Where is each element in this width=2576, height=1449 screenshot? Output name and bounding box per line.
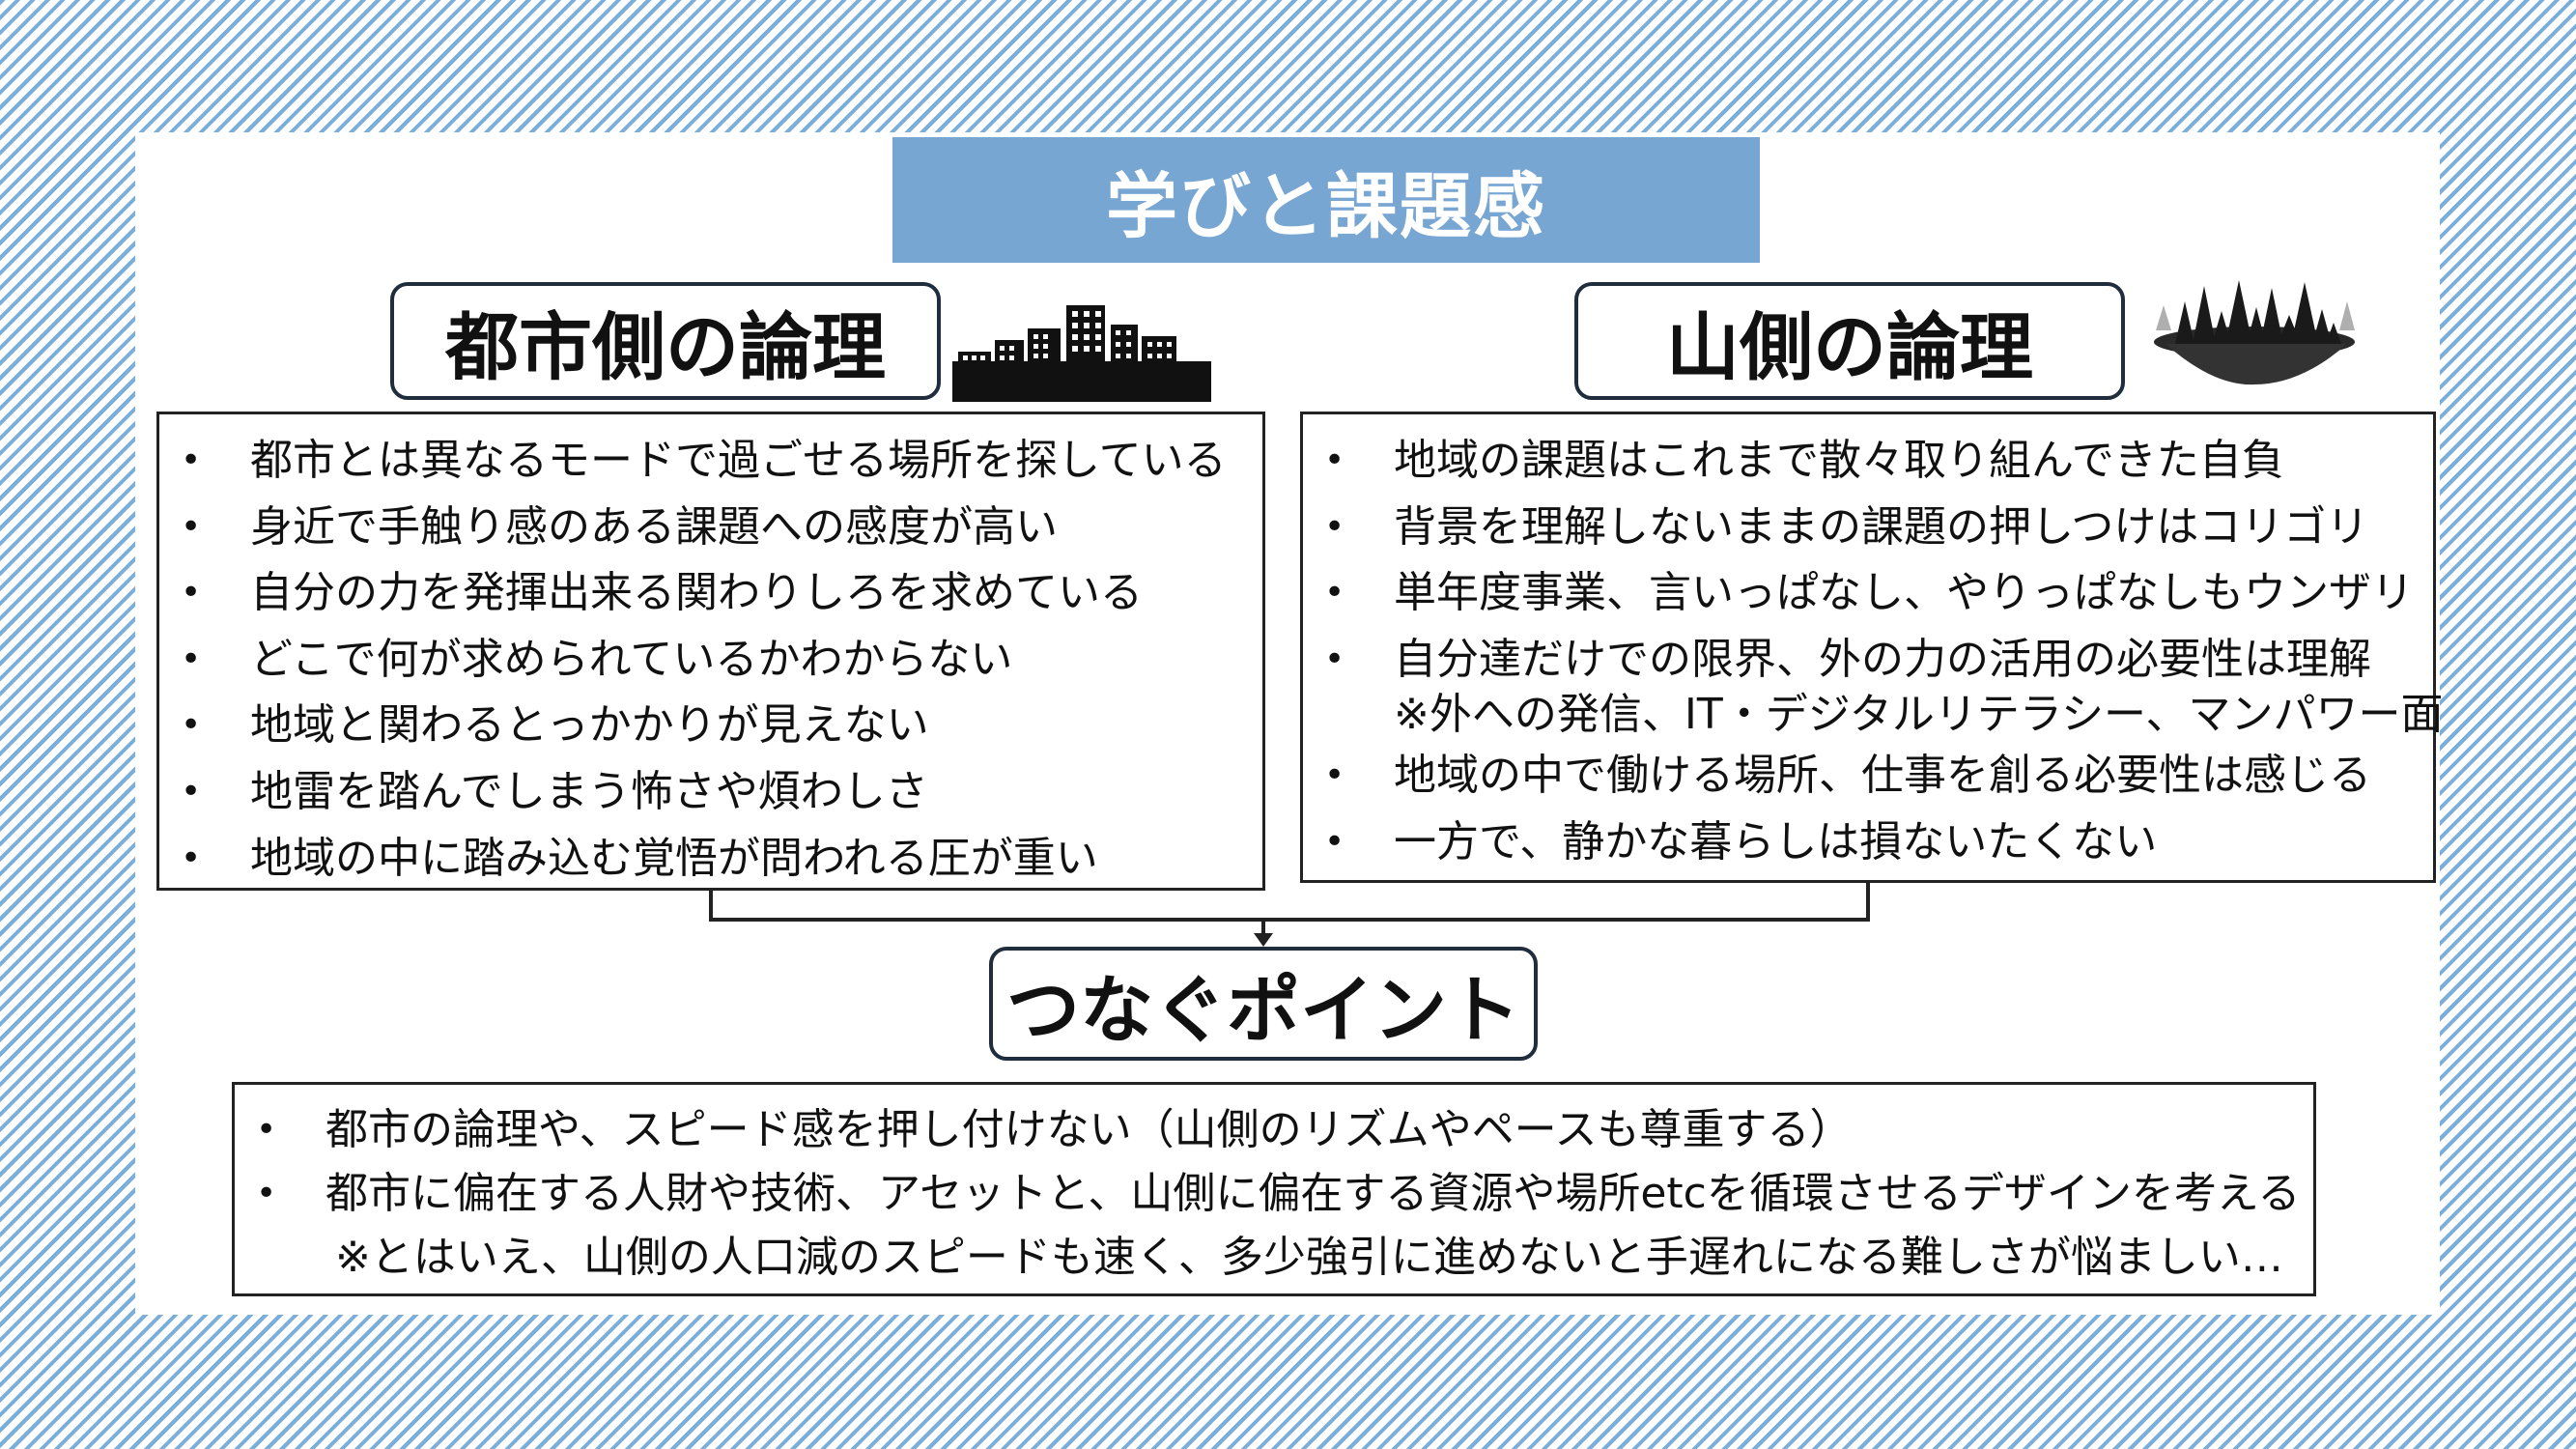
city-item-text: 身近で手触り感のある課題への感度が高い	[250, 501, 1058, 552]
connect-points-heading: つなぐポイント	[989, 947, 1538, 1061]
mountain-list-item: • 自分達だけでの限界、外の力の活用の必要性は理解 ※外への発信、IT・デジタルリテ…	[1303, 627, 2444, 744]
city-logic-heading: 都市側の論理	[390, 282, 941, 400]
city-item-text: 地域の中に踏み込む覚悟が問われる圧が重い	[250, 833, 1098, 883]
city-item-text: 地雷を踏んでしまう怖さや煩わしさ	[250, 766, 928, 816]
mountain-list-item: • 一方で、静かな暮らしは損ないたくない	[1303, 810, 2433, 876]
bullet-icon: •	[1324, 573, 1345, 613]
bullet-icon: •	[1324, 639, 1345, 679]
city-list-item: • どこで何が求められているかわからない	[159, 627, 1262, 694]
bullet-icon: •	[1324, 506, 1345, 547]
bullet-icon: •	[181, 838, 202, 878]
city-list-item: • 地域と関わるとっかかりが見えない	[159, 693, 1262, 759]
bullet-icon: •	[181, 771, 202, 811]
bullet-icon: •	[181, 506, 202, 547]
city-list-item: • 地雷を踏んでしまう怖さや煩わしさ	[159, 759, 1262, 826]
city-list-item: • 地域の中に踏み込む覚悟が問われる圧が重い	[159, 826, 1262, 893]
city-list-item: • 自分の力を発揮出来る関わりしろを求めている	[159, 560, 1262, 627]
bullet-icon: •	[181, 573, 202, 613]
city-item-text: 自分の力を発揮出来る関わりしろを求めている	[250, 568, 1143, 618]
mountain-list-item: • 単年度事業、言いっぱなし、やりっぱなしもウンザリ	[1303, 560, 2433, 627]
forest-island-icon	[2154, 280, 2355, 385]
city-logic-list: • 都市とは異なるモードで過ごせる場所を探している • 身近で手触り感のある課題への感…	[156, 412, 1265, 891]
connect-list-item: • 都市に偏在する人財や技術、アセットと、山側に偏在する資源や場所etcを循環させ…	[235, 1162, 2313, 1290]
mountain-item-text: 単年度事業、言いっぱなし、やりっぱなしもウンザリ	[1394, 568, 2414, 618]
city-item-text: どこで何が求められているかわからない	[250, 634, 1013, 684]
bullet-icon: •	[1324, 755, 1345, 796]
mountain-list-item: • 地域の課題はこれまで散々取り組んできた自負	[1303, 428, 2433, 495]
city-skyline-icon	[952, 305, 1211, 402]
bullet-icon: •	[181, 639, 202, 679]
mountain-item-text: 地域の中で働ける場所、仕事を創る必要性は感じる	[1394, 751, 2371, 801]
slide-title: 学びと課題感	[892, 137, 1760, 263]
mountain-item-text: 地域の課題はこれまで散々取り組んできた自負	[1394, 436, 2284, 485]
connect-points-list: • 都市の論理や、スピード感を押し付けない（山側のリズムやペースも尊重する） • 都市…	[232, 1082, 2316, 1296]
mountain-item-text: 自分達だけでの限界、外の力の活用の必要性は理解	[1394, 634, 2371, 684]
bullet-icon: •	[181, 705, 202, 746]
arrow-down-icon	[1254, 933, 1273, 947]
mountain-list-item: • 地域の中で働ける場所、仕事を創る必要性は感じる	[1303, 743, 2433, 810]
mountain-logic-heading: 山側の論理	[1574, 282, 2125, 400]
city-list-item: • 都市とは異なるモードで過ごせる場所を探している	[159, 428, 1262, 495]
city-list-item: • 身近で手触り感のある課題への感度が高い	[159, 495, 1262, 561]
mountain-item-note: ※外への発信、IT・デジタルリテラシー、マンパワー面	[1394, 690, 2444, 740]
mountain-item-text: 一方で、静かな暮らしは損ないたくない	[1394, 816, 2158, 867]
bullet-icon: •	[1324, 821, 1345, 862]
connect-list-item: • 都市の論理や、スピード感を押し付けない（山側のリズムやペースも尊重する）	[235, 1098, 2313, 1162]
mountain-list-item: • 背景を理解しないままの課題の押しつけはコリゴリ	[1303, 495, 2433, 561]
bullet-icon: •	[1324, 440, 1345, 480]
connect-item-note: ※とはいえ、山側の人口減のスピードも速く、多少強引に進めないと手遅れになる難しさ…	[335, 1233, 2283, 1282]
city-item-text: 地域と関わるとっかかりが見えない	[250, 700, 929, 751]
connect-item-text: 都市に偏在する人財や技術、アセットと、山側に偏在する資源や場所etcを循環させる…	[326, 1169, 2301, 1218]
mountain-logic-list: • 地域の課題はこれまで散々取り組んできた自負 • 背景を理解しないままの課題の押しつ…	[1300, 412, 2444, 883]
mountain-item-text: 背景を理解しないままの課題の押しつけはコリゴリ	[1394, 501, 2369, 552]
bullet-icon: •	[256, 1174, 277, 1213]
connect-item-text: 都市の論理や、スピード感を押し付けない（山側のリズムやペースも尊重する）	[326, 1105, 1853, 1154]
bullet-icon: •	[256, 1110, 277, 1150]
city-item-text: 都市とは異なるモードで過ごせる場所を探している	[250, 436, 1227, 485]
bullet-icon: •	[181, 440, 202, 480]
